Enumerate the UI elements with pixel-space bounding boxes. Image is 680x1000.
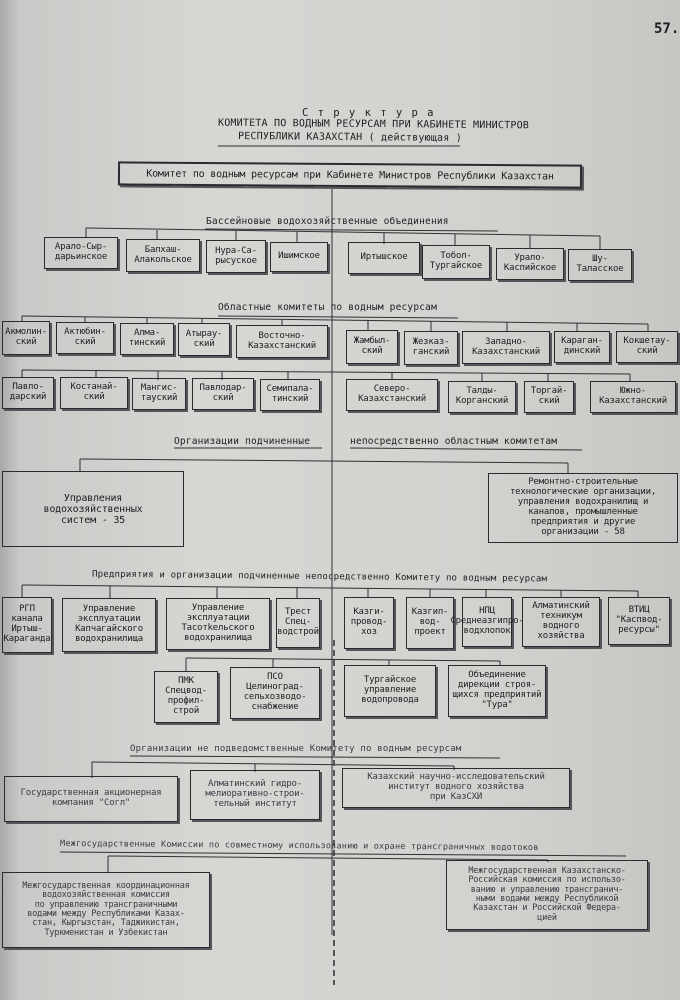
basin-box: Иртышское [348,242,420,274]
not-subordinate-heading: Организации не подведомственные Комитету… [130,744,462,754]
oblast-box: Южно- Казахстанский [590,381,676,413]
title-line3: РЕСПУБЛИКИ КАЗАХСТАН ( действующая ) [237,131,463,144]
enterprise-box: РГП канала Иртыш- Караганда [2,597,52,653]
not-subordinate-box: Алматинский гидро- мелиоративно-строи- т… [190,770,320,820]
interstate-left-box: Межгосударственная координационная водох… [2,872,210,948]
oblast-box: Мангис- тауский [132,378,186,410]
enterprise-box: ВТИЦ "Каспвод- ресурсы" [608,597,670,645]
oblast-heading: Областные комитеты по водным ресурсам [218,302,438,313]
interstate-right-box: Межгосударственная Казахстанско- Российс… [446,860,648,930]
enterprise-box: Трест Спец- водстрой [276,598,320,648]
basin-box: Нура-Са- рысуское [206,240,266,273]
enterprise-box: Казгип- вод- проект [406,597,454,649]
oblast-box: Караган- динский [554,331,610,363]
oblast-box: Западно- Казахстанский [462,331,550,364]
title-line1: С т р у к т у р а [302,107,435,119]
oblast-box: Акмолин- ский [2,321,50,355]
page-number: 57. [654,21,680,37]
oblast-box: Павлодар- ский [192,378,254,410]
top-committee-box: Комитет по водным ресурсам при Кабинете … [117,161,583,189]
oblast-box: Алма- тинский [120,323,174,355]
subordinate-right-box: Ремонтно-строительные технологические ор… [488,473,678,543]
oblast-box: Северо- Казахстанский [346,379,438,411]
not-subordinate-box: Государственная акционерная компания "Со… [4,776,178,822]
oblast-box: Торгай- ский [524,381,574,413]
enterprise-box: Объединение дирекции строя- щихся предпр… [448,665,546,717]
enterprise-box: Управление эксплуатации Капчагайского во… [62,598,156,652]
oblast-box: Атырау- ский [178,323,230,356]
enterprise-box: Казги- провод- хоз [344,597,394,649]
enterprise-box: Алматинский техникум водного хозяйства [522,597,600,647]
subordinate-left-box: Управления водохозяйственных систем - 35 [2,471,184,547]
oblast-box: Павло- дарский [2,377,54,409]
basin-heading: Бассейновые водохозяйственные объединени… [206,216,449,227]
oblast-box: Восточно- Казахстанский [236,325,328,358]
basin-box: Тобол- Тургайское [422,245,490,279]
oblast-box: Костанай- ский [60,377,128,409]
oblast-box: Талды- Корганский [448,381,516,413]
oblast-box: Жезказ- ганский [404,331,458,365]
enterprise-box: Тургайское управление водопровода [344,665,436,717]
enterprise-box: ПСО Целиноград- сельхозводо- снабжение [230,667,320,719]
basin-box: Шу- Таласское [568,249,632,281]
subordinate-heading-right: непосредственно областным комитетам [350,436,558,447]
basin-box: Арало-Сыр- дарьинское [44,237,118,269]
basin-box: Ишимское [270,242,328,272]
subordinate-heading-left: Организации подчиненные [174,436,311,447]
oblast-box: Семипала- тинский [260,379,320,411]
basin-box: Балхаш- Алакольское [126,239,200,272]
enterprise-box: ПМК Спецвод- профил- строй [154,671,218,723]
oblast-box: Жамбыл- ский [346,330,398,364]
enterprise-box: НПЦ Среднеазгипро- водхлопок [450,597,524,647]
not-subordinate-box: Казахский научно-исследовательский инсти… [342,768,570,808]
enterprise-box: Управление эксплуатации Тасотkельского в… [166,598,270,650]
basin-box: Урало- Каспийское [496,248,564,280]
oblast-box: Актюбин- ский [56,322,114,354]
oblast-box: Кокшетау- ский [616,331,678,363]
